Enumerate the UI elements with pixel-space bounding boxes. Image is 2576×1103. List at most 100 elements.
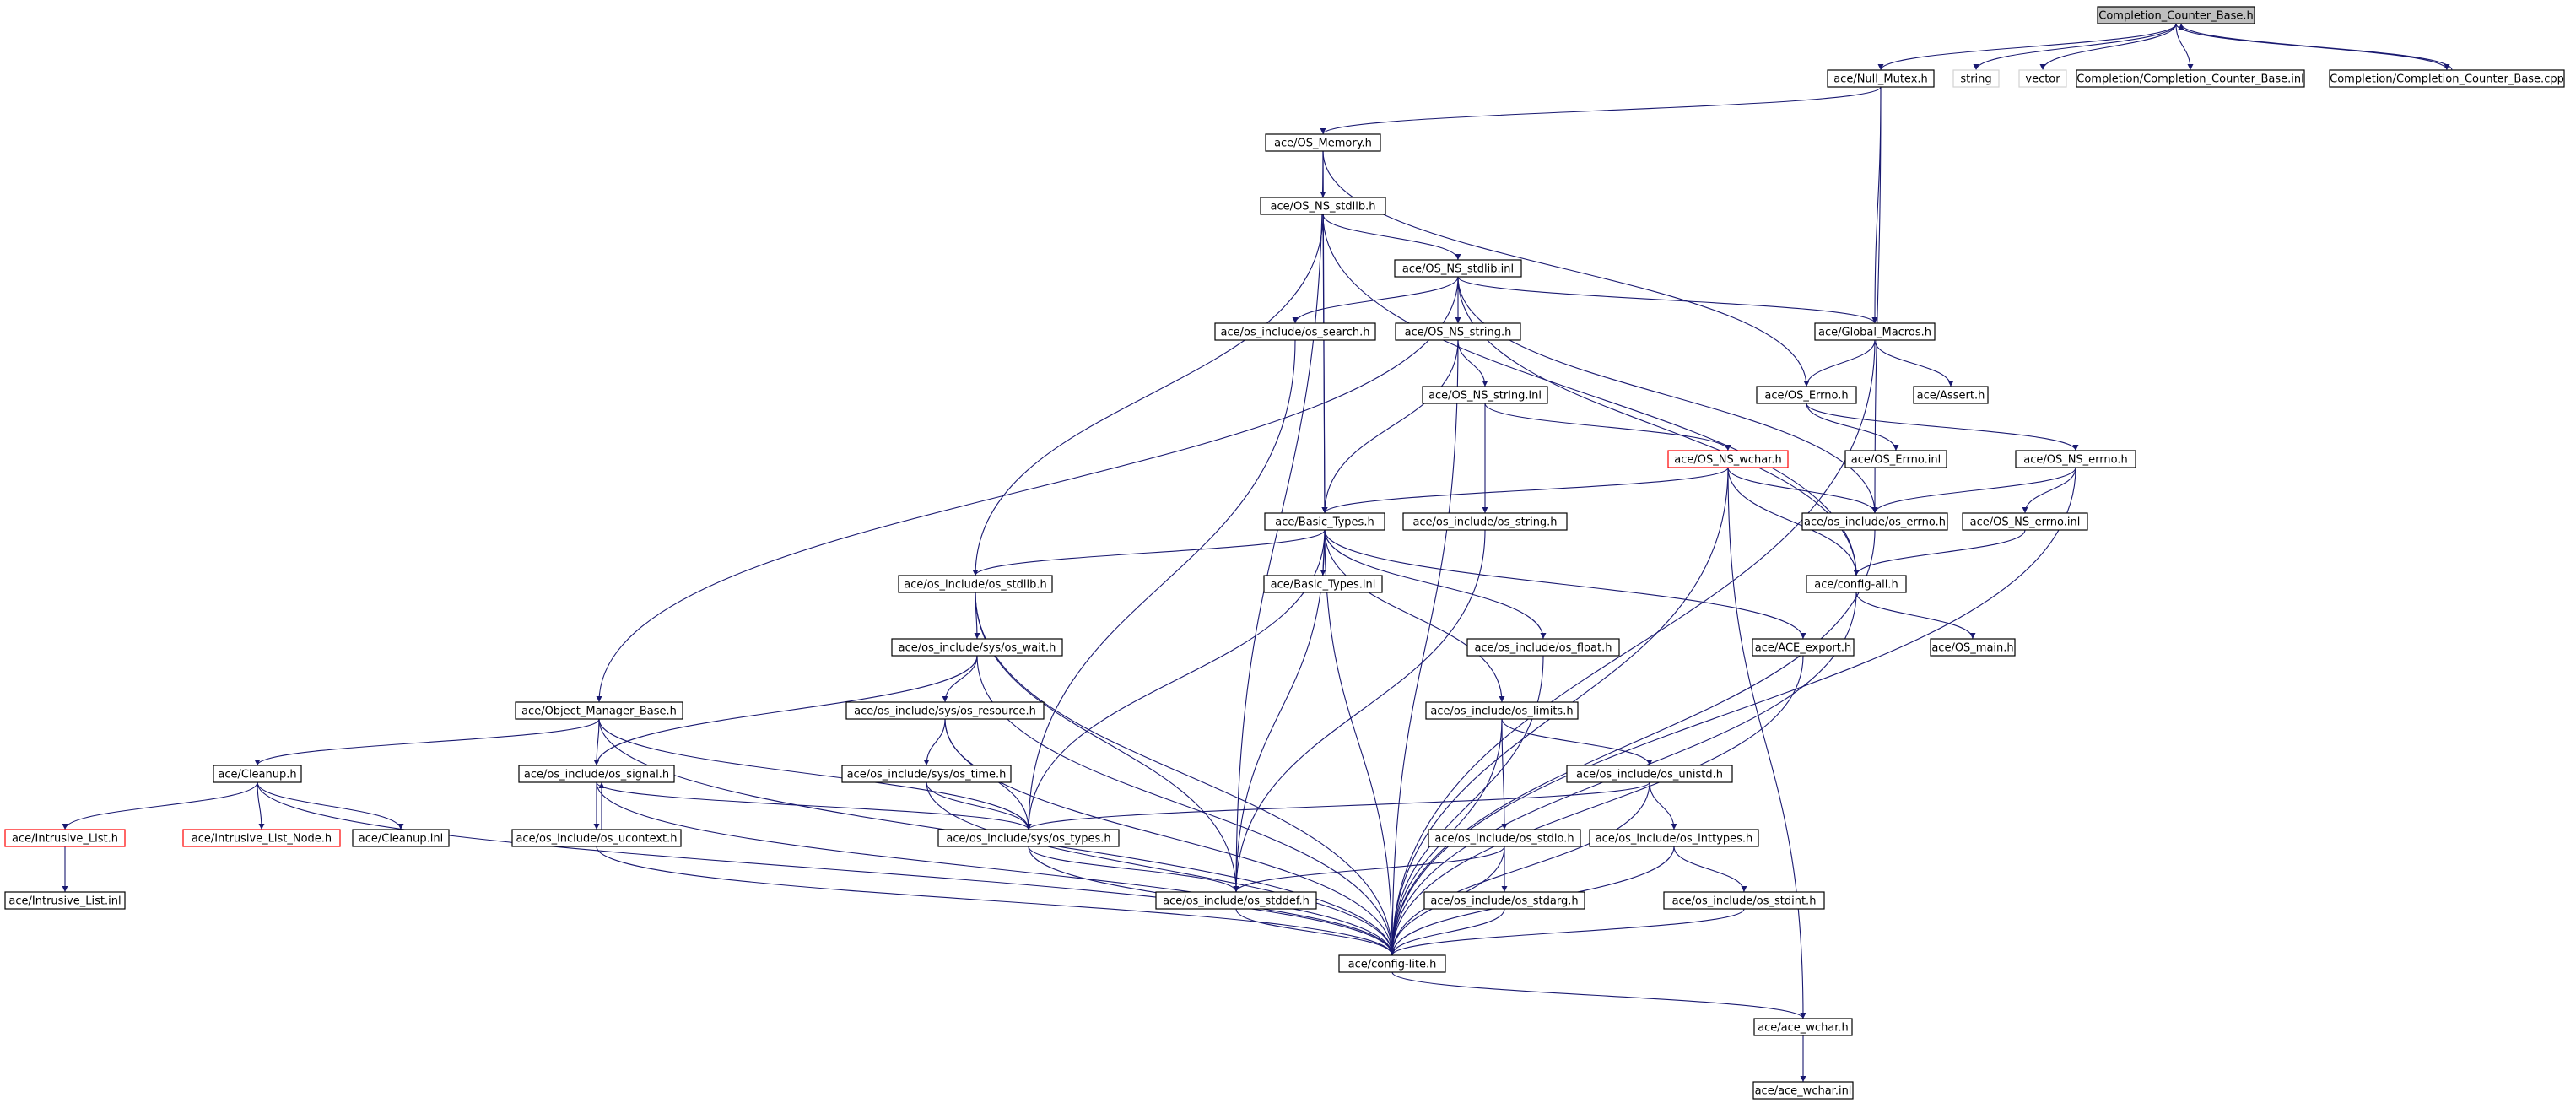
node-box [1752, 1081, 1854, 1100]
node-box [1214, 322, 1376, 341]
node-label: ace/Cleanup.inl [359, 833, 443, 846]
node-ccb-cpp[interactable]: Completion/Completion_Counter_Base.cpp [2329, 69, 2565, 88]
node-label: ace/Intrusive_List_Node.h [192, 833, 332, 846]
node-intrusive-list-inl[interactable]: ace/Intrusive_List.inl [4, 891, 126, 910]
edge-os_wait-to-os_signal [593, 655, 978, 766]
node-label: ace/os_include/os_stdio.h [1434, 833, 1574, 846]
node-os-types[interactable]: ace/os_include/sys/os_types.h [937, 829, 1120, 847]
node-label: ace/os_include/os_ucontext.h [516, 833, 677, 846]
node-box [352, 829, 450, 847]
node-intrusive-list[interactable]: ace/Intrusive_List.h [4, 829, 126, 847]
node-os-search[interactable]: ace/os_include/os_search.h [1214, 322, 1376, 341]
node-os-stdarg[interactable]: ace/os_include/os_stdarg.h [1423, 891, 1585, 910]
node-label: ace/os_include/os_stdlib.h [904, 579, 1046, 592]
node-os-resource[interactable]: ace/os_include/sys/os_resource.h [845, 701, 1045, 720]
node-os-ns-string[interactable]: ace/OS_NS_string.h [1395, 322, 1521, 341]
edge-basic_types-to-os_float [1324, 529, 1547, 640]
node-os-errno-h[interactable]: ace/os_include/os_errno.h [1801, 512, 1948, 531]
node-box [1402, 512, 1568, 531]
edge-os_ns_stdlib_inl-to-config_all [1457, 276, 1860, 576]
node-os-ns-wchar[interactable]: ace/OS_NS_wchar.h [1667, 450, 1789, 468]
node-label: ace/os_include/os_float.h [1474, 642, 1612, 655]
node-os-limits[interactable]: ace/os_include/os_limits.h [1425, 701, 1579, 720]
node-box [2076, 69, 2305, 88]
node-label: ace/os_include/os_stdarg.h [1430, 895, 1578, 908]
node-ccb-inl[interactable]: Completion/Completion_Counter_Base.inl [2076, 69, 2305, 88]
node-ace-export[interactable]: ace/ACE_export.h [1752, 638, 1855, 657]
node-os-ucontext[interactable]: ace/os_include/os_ucontext.h [511, 829, 682, 847]
node-label: ace/ace_wchar.h [1758, 1022, 1849, 1035]
edge-os_stdio-to-os_stddef [1233, 846, 1505, 893]
node-basic-types[interactable]: ace/Basic_Types.h [1264, 512, 1385, 531]
edge-os_float-to-config_lite [1389, 655, 1544, 956]
node-cleanup-inl[interactable]: ace/Cleanup.inl [352, 829, 450, 847]
node-label: ace/os_include/os_limits.h [1430, 706, 1573, 718]
node-os-stdio[interactable]: ace/os_include/os_stdio.h [1428, 829, 1581, 847]
node-os-ns-string-inl[interactable]: ace/OS_NS_string.inl [1422, 386, 1548, 404]
node-os-memory[interactable]: ace/OS_Memory.h [1265, 133, 1381, 152]
node-os-ns-errno[interactable]: ace/OS_NS_errno.h [2015, 450, 2136, 468]
node-os-unistd[interactable]: ace/os_include/os_unistd.h [1566, 765, 1733, 783]
node-label: ace/os_include/os_string.h [1412, 516, 1557, 529]
edge-os_memory-to-os_errno [1322, 150, 1810, 387]
edge-global_macros-to-assert [1874, 339, 1954, 387]
node-os-string[interactable]: ace/os_include/os_string.h [1402, 512, 1568, 531]
edge-os_types-to-os_stddef [1028, 846, 1239, 893]
node-os-main[interactable]: ace/OS_main.h [1930, 638, 2016, 657]
node-box [1814, 322, 1936, 341]
edge-global_macros-to-os_errno [1803, 339, 1876, 387]
node-intrusive-list-node[interactable]: ace/Intrusive_List_Node.h [182, 829, 341, 847]
node-root: Completion_Counter_Base.h [2097, 6, 2255, 24]
node-os-ns-errno-inl[interactable]: ace/OS_NS_errno.inl [1962, 512, 2088, 531]
edge-os_ns_errno-to-os_errno_h [1871, 467, 2076, 514]
edges-layer [62, 23, 2453, 1082]
edge-os_ns_stdlib_inl-to-os_search [1292, 276, 1459, 324]
edge-os_unistd-to-os_types [1025, 781, 1650, 830]
node-box [2097, 6, 2255, 24]
edge-os_unistd-to-os_inttypes [1649, 781, 1677, 830]
node-box [518, 765, 675, 783]
node-box [1667, 450, 1789, 468]
node-null-mutex[interactable]: ace/Null_Mutex.h [1827, 69, 1935, 88]
edge-os_wait-to-os_resource [942, 655, 978, 703]
node-basic-types-inl[interactable]: ace/Basic_Types.inl [1263, 575, 1383, 593]
edge-os_stdlib-to-config_lite [975, 592, 1396, 956]
node-box [1589, 829, 1759, 847]
node-os-time[interactable]: ace/os_include/sys/os_time.h [841, 765, 1012, 783]
node-global-macros[interactable]: ace/Global_Macros.h [1814, 322, 1936, 341]
node-os-ns-stdlib[interactable]: ace/OS_NS_stdlib.h [1260, 197, 1386, 215]
edge-root-to-ccb_inl [2175, 23, 2194, 71]
node-os-stdlib[interactable]: ace/os_include/os_stdlib.h [898, 575, 1053, 593]
node-config-lite[interactable]: ace/config-lite.h [1338, 954, 1446, 973]
node-object-manager-base[interactable]: ace/Object_Manager_Base.h [515, 701, 683, 720]
node-box [2329, 69, 2565, 88]
edge-os_ns_stdlib_inl-to-os_errno_h [1457, 276, 1878, 514]
node-assert[interactable]: ace/Assert.h [1913, 386, 1989, 404]
node-os-float[interactable]: ace/os_include/os_float.h [1466, 638, 1620, 657]
node-label: ace/OS_Memory.h [1274, 138, 1372, 150]
edge-os_ns_wchar-to-os_errno_h [1727, 467, 1878, 514]
node-label: ace/OS_Errno.h [1764, 390, 1848, 403]
node-label: ace/OS_NS_wchar.h [1674, 454, 1781, 467]
node-label: ace/OS_main.h [1931, 642, 2013, 655]
node-ace-wchar[interactable]: ace/ace_wchar.h [1753, 1018, 1853, 1036]
node-config-all[interactable]: ace/config-all.h [1806, 575, 1907, 593]
node-label: Completion_Counter_Base.h [2098, 10, 2253, 23]
node-ace-wchar-inl[interactable]: ace/ace_wchar.inl [1752, 1081, 1854, 1100]
node-label: ace/OS_Errno.inl [1851, 454, 1941, 467]
node-label: ace/OS_NS_errno.h [2023, 454, 2128, 467]
edge-os_resource-to-os_time [923, 718, 946, 766]
node-cleanup[interactable]: ace/Cleanup.h [213, 765, 302, 783]
node-os-errno[interactable]: ace/OS_Errno.h [1756, 386, 1857, 404]
edge-os_ns_errno-to-config_lite [1389, 467, 2076, 956]
node-os-signal[interactable]: ace/os_include/os_signal.h [518, 765, 675, 783]
node-os-stddef[interactable]: ace/os_include/os_stddef.h [1155, 891, 1317, 910]
node-os-inttypes[interactable]: ace/os_include/os_inttypes.h [1589, 829, 1759, 847]
node-os-ns-stdlib-inl[interactable]: ace/OS_NS_stdlib.inl [1394, 259, 1522, 278]
node-label: ace/os_include/os_search.h [1221, 327, 1370, 339]
node-os-stdint[interactable]: ace/os_include/os_stdint.h [1663, 891, 1825, 910]
node-os-wait[interactable]: ace/os_include/sys/os_wait.h [891, 638, 1063, 657]
edge-os_stdarg-to-config_lite [1389, 908, 1505, 956]
node-os-errno-inl[interactable]: ace/OS_Errno.inl [1844, 450, 1947, 468]
node-box [1753, 1018, 1853, 1036]
